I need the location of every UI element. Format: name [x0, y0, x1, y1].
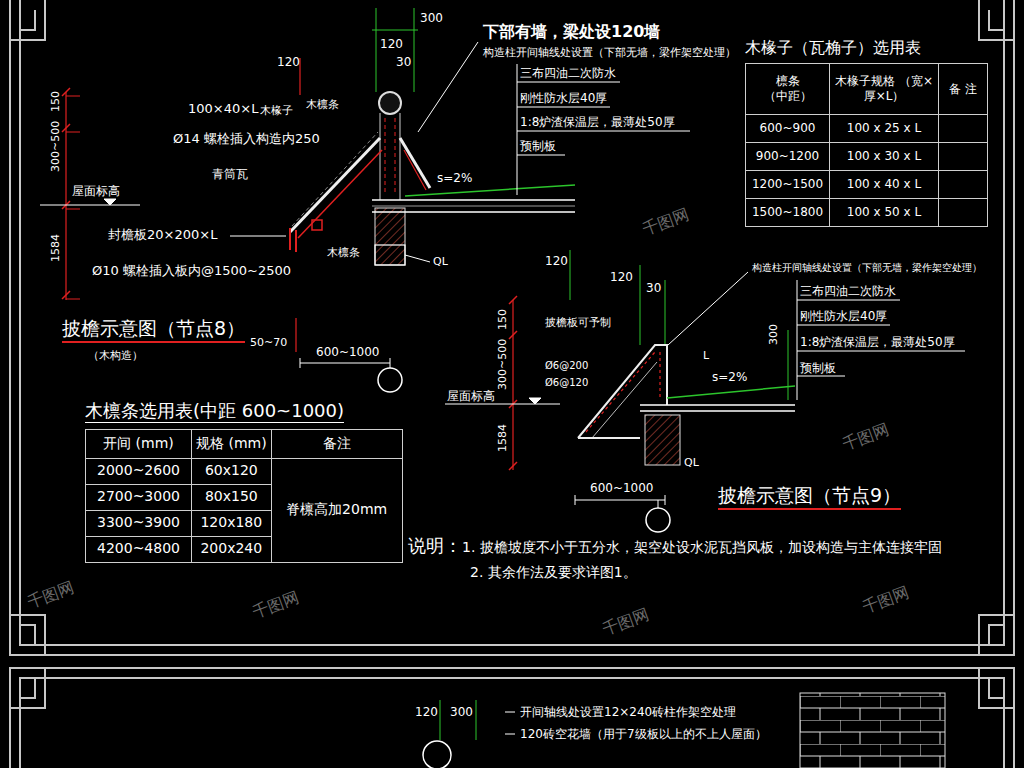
dimension: L	[703, 350, 709, 362]
level-label: 屋面标高	[72, 185, 120, 198]
table-cell: 4200~4800	[86, 537, 191, 562]
part-label: Ø14 螺栓插入构造内250	[173, 132, 320, 146]
watermark: 千图网	[600, 606, 651, 639]
dimension: 1584	[50, 234, 62, 262]
table-cell: 1500~1800	[746, 199, 829, 226]
slope-label: s=2%	[437, 172, 472, 185]
table-header: 规格 (mm)	[192, 430, 271, 458]
part-label: Ø10 螺栓插入板内@1500~2500	[92, 264, 291, 278]
dimension: 30	[646, 282, 661, 295]
part-label: 木檩条	[327, 247, 360, 259]
table-cell: 120x180	[192, 511, 271, 536]
eave-detail-9	[445, 250, 965, 532]
frame	[10, 0, 1014, 768]
note: 2. 其余作法及要求详图1。	[470, 565, 637, 580]
note: 构造柱开间轴线处设置（下部无墙，梁作架空处理）	[752, 262, 982, 273]
table-title: 木椽子（瓦桷子）选用表	[745, 38, 921, 57]
dimension: 120	[545, 255, 568, 268]
dimension: 300	[450, 706, 473, 719]
table-title: 木檩条选用表(中距 600~1000)	[85, 400, 344, 423]
dimension: 600~1000	[316, 346, 380, 359]
table-grid: 开间 (mm)规格 (mm)备注2000~260060x120脊檩高加20mm2…	[85, 429, 403, 563]
table-cell: 600~900	[746, 115, 829, 142]
layer-note: 三布四油二次防水	[520, 67, 616, 80]
part-label: 木椽子	[260, 105, 293, 117]
table-cell: 100 x 30 x L	[830, 143, 938, 170]
table-header: 备 注	[939, 64, 987, 114]
lower-detail	[423, 693, 945, 768]
layer-note: 刚性防水层40厚	[520, 92, 607, 105]
table-header: 檩条 （中距）	[746, 64, 829, 114]
note: 构造柱开间轴线处设置（下部无墙，梁作架空处理）	[483, 47, 736, 59]
dimension: 1584	[497, 424, 509, 452]
dimension: 150	[50, 91, 62, 112]
table-cell: 900~1200	[746, 143, 829, 170]
watermark: 千图网	[640, 206, 691, 239]
dimension: 300	[768, 324, 780, 345]
part-label: 披檐板可予制	[545, 317, 611, 329]
table-cell: 100 x 40 x L	[830, 171, 938, 198]
rebar-label: Ø6@120	[545, 377, 588, 388]
note-heading: 下部有墙，梁处设120墙	[483, 23, 660, 41]
table-grid: 檩条 （中距）木椽子规格 （宽×厚×L）备 注 600~900100 x 25 x…	[745, 63, 988, 227]
layer-note: 1:8炉渣保温层，最薄处50厚	[800, 336, 955, 349]
table-cell: 80x150	[192, 485, 271, 510]
table-header: 开间 (mm)	[86, 430, 191, 458]
selection-table: 木椽子（瓦桷子）选用表檩条 （中距）木椽子规格 （宽×厚×L）备 注 600~90…	[745, 38, 988, 227]
note: 开间轴线处设置12×240砖柱作架空处理	[520, 706, 736, 719]
table-header: 木椽子规格 （宽×厚×L）	[830, 64, 938, 114]
table-header: 备注	[272, 430, 402, 458]
part-label: 封檐板20×200×L	[108, 228, 217, 242]
table-cell-empty	[939, 199, 987, 226]
dimension: 300~500	[50, 121, 62, 172]
dimension: 300	[420, 12, 443, 25]
watermark: 千图网	[25, 579, 76, 612]
layer-note: 三布四油二次防水	[800, 285, 896, 298]
level-label: 屋面标高	[447, 390, 495, 403]
table-cell: 200x240	[192, 537, 271, 562]
layer-note: 1:8炉渣保温层，最薄处50厚	[520, 116, 675, 129]
detail-title: 披檐示意图（节点8）	[62, 318, 245, 343]
watermark: 千图网	[860, 584, 911, 617]
dimension: 120	[610, 271, 633, 284]
layer-note: 预制板	[520, 140, 556, 153]
table-cell: 100 x 50 x L	[830, 199, 938, 226]
dimension: 300~500	[497, 339, 509, 390]
table-cell: 100 x 25 x L	[830, 115, 938, 142]
part-label: 100×40×L	[188, 102, 258, 116]
detail-title: 披檐示意图（节点9）	[718, 485, 901, 510]
watermark: 千图网	[250, 589, 301, 622]
layer-note: 预制板	[800, 362, 836, 375]
note: 1. 披檐坡度不小于五分水，架空处设水泥瓦挡风板，加设构造与主体连接牢固	[462, 540, 942, 555]
dimension: 120	[380, 38, 403, 51]
detail-subtitle: （木构造）	[88, 350, 143, 362]
watermark: 千图网	[840, 421, 891, 454]
part-label: 木檩条	[306, 99, 339, 111]
eave-detail-8	[40, 8, 690, 392]
dimension: 50~70	[250, 337, 287, 349]
table-cell: 1200~1500	[746, 171, 829, 198]
note: 120砖空花墙（用于7级板以上的不上人屋面）	[520, 728, 767, 741]
table-cell: 2700~3000	[86, 485, 191, 510]
dimension: 150	[497, 309, 509, 330]
table-cell: 2000~2600	[86, 459, 191, 484]
dimension: 30	[396, 56, 411, 69]
note-heading: 说明：	[408, 536, 462, 556]
table-cell: 脊檩高加20mm	[272, 459, 402, 562]
part-label: QL	[684, 457, 699, 469]
part-label: QL	[433, 256, 448, 268]
table-cell-empty	[939, 171, 987, 198]
dimension: 120	[415, 706, 438, 719]
table-cell-empty	[939, 115, 987, 142]
table-cell: 3300~3900	[86, 511, 191, 536]
part-label: 青筒瓦	[212, 168, 248, 181]
slope-label: s=2%	[712, 371, 747, 384]
table-cell: 60x120	[192, 459, 271, 484]
table-cell-empty	[939, 143, 987, 170]
layer-note: 刚性防水层40厚	[800, 310, 887, 323]
selection-table: 木檩条选用表(中距 600~1000) 开间 (mm)规格 (mm)备注 2000~…	[85, 400, 403, 563]
dimension: 600~1000	[590, 482, 654, 495]
rebar-label: Ø6@200	[545, 360, 588, 371]
dimension: 120	[277, 56, 300, 69]
